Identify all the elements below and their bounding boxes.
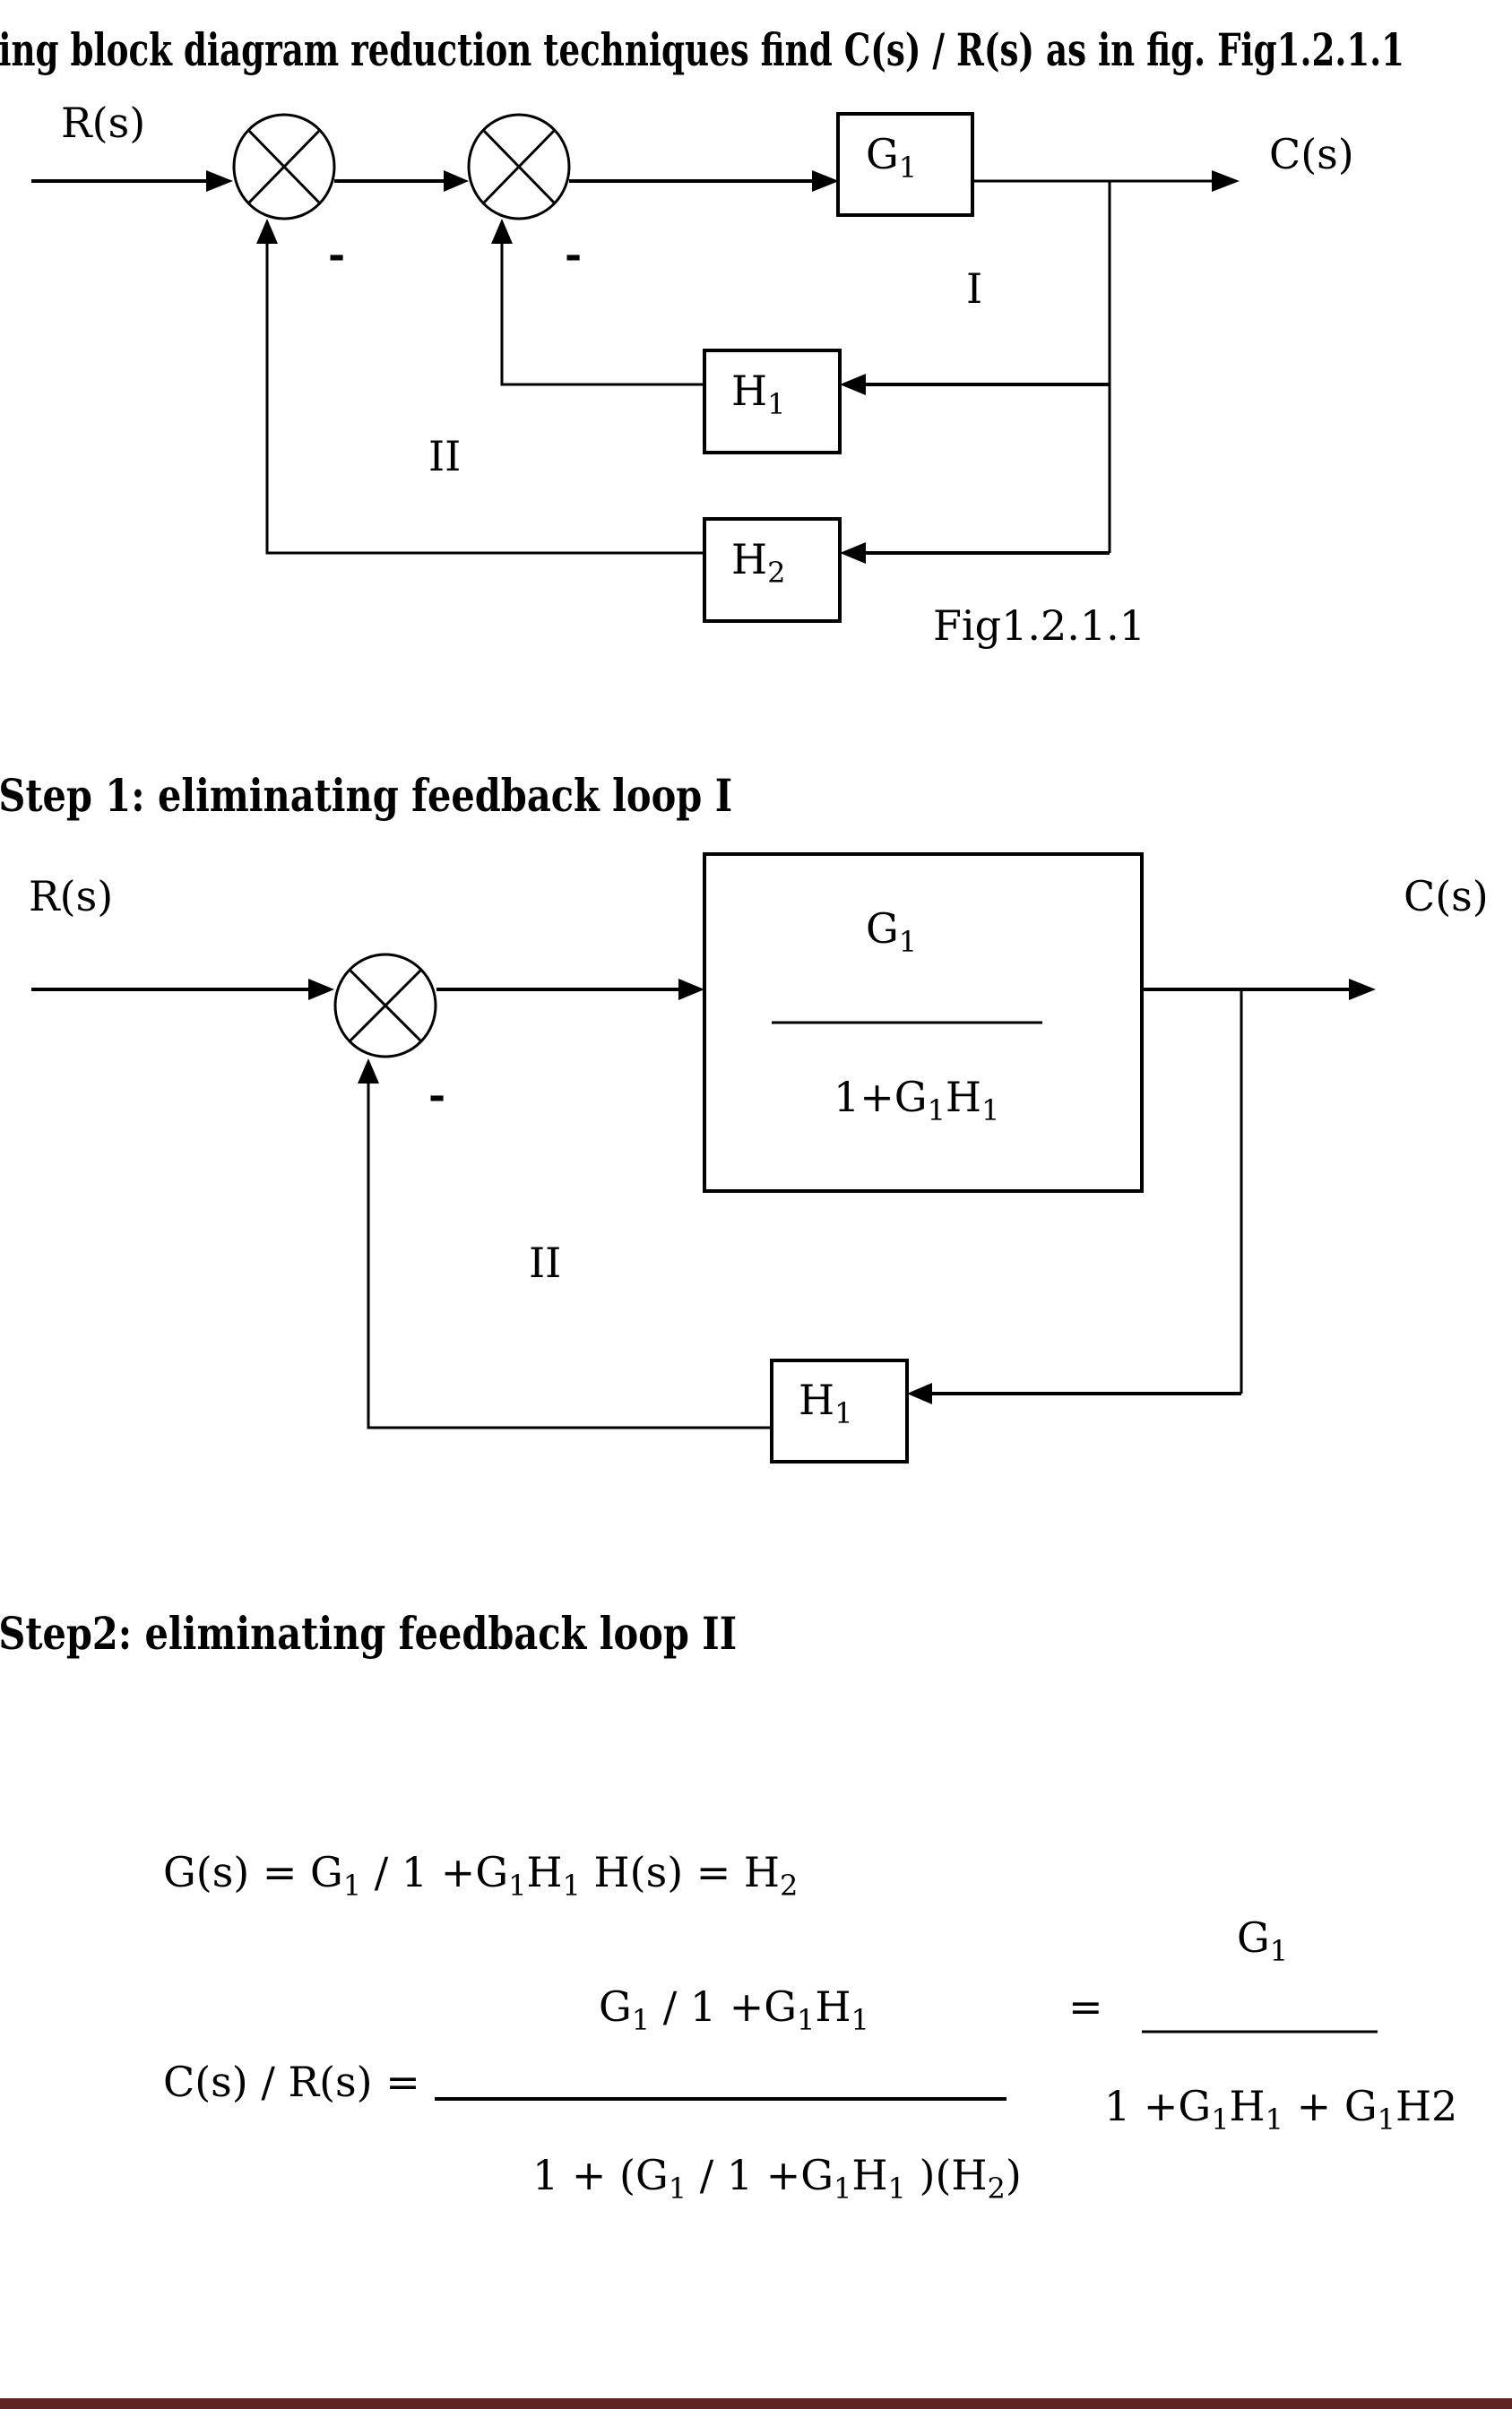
arrowhead [1349, 979, 1376, 1000]
feedback-return-line [367, 1082, 772, 1429]
arrowhead [812, 170, 839, 192]
output-label-cs: C(s) [1404, 872, 1489, 920]
step1-block-diagram: R(s) C(s) G1 1+G1H1 H1 - II [29, 852, 1489, 1464]
svg-text:1+G1H1: 1+G1H1 [834, 1073, 999, 1127]
feedback-return-line-1 [500, 242, 704, 386]
figure-1-block-diagram: R(s) C(s) G1 [31, 99, 1354, 650]
arrowhead [444, 170, 469, 192]
minus-sign: - [428, 1071, 445, 1119]
arrowhead [491, 219, 513, 244]
arrowhead [678, 979, 704, 1000]
loop-label-ii: II [529, 1239, 561, 1287]
svg-text:H1: H1 [731, 367, 785, 421]
output-label-cs: C(s) [1269, 130, 1354, 178]
fraction-numerator: G1 / 1 +G1H1 [599, 1982, 869, 2037]
gs-hs-definitions: G(s) = G1 / 1 +G1H1 H(s) = H2 [163, 1848, 798, 1903]
block-h1: H1 [770, 1359, 909, 1464]
svg-text:H1: H1 [799, 1376, 852, 1430]
summing-junction-2 [467, 113, 571, 220]
arrowhead [256, 219, 278, 244]
equals-sign: = [1068, 1982, 1103, 2031]
arrowhead [1212, 170, 1240, 192]
svg-text:G1: G1 [866, 904, 917, 959]
arrowhead [840, 374, 866, 395]
input-label-rs: R(s) [61, 99, 145, 147]
loop-label-i: I [966, 264, 982, 313]
feedback-return-line-2 [265, 242, 704, 555]
block-g1-over-1-plus-g1h1: G1 1+G1H1 [703, 852, 1144, 1193]
arrowhead [907, 1383, 932, 1404]
summing-junction [333, 953, 437, 1058]
fraction-denominator: 1 + (G1 / 1 +G1H1 )(H2) [532, 2151, 1022, 2206]
result-numerator: G1 [1237, 1913, 1288, 1968]
summing-junction-1 [232, 113, 336, 220]
figure-caption: Fig1.2.1.1 [933, 601, 1145, 650]
block-h1: H1 [703, 349, 842, 454]
problem-heading: ing block diagram reduction techniques f… [0, 23, 1404, 76]
arrowhead [840, 542, 866, 564]
transfer-function-lhs: C(s) / R(s) = [163, 2058, 420, 2106]
footer-bar [0, 2398, 1512, 2409]
block-h2: H2 [703, 517, 842, 623]
loop-label-ii: II [428, 432, 461, 480]
svg-text:G1: G1 [866, 130, 917, 185]
block-g1: G1 [836, 112, 974, 217]
svg-text:H2: H2 [731, 535, 785, 590]
minus-sign-2: - [565, 230, 582, 279]
input-label-rs: R(s) [29, 872, 113, 920]
result-denominator: 1 +G1H1 + G1H2 [1104, 2082, 1457, 2137]
step2-heading: Step2: eliminating feedback loop II [0, 1607, 737, 1660]
minus-sign-1: - [328, 230, 345, 279]
step2-equations: G(s) = G1 / 1 +G1H1 H(s) = H2 C(s) / R(s… [163, 1848, 1457, 2206]
arrowhead [206, 170, 233, 192]
arrowhead [308, 979, 334, 1000]
step1-heading: Step 1: eliminating feedback loop I [0, 769, 732, 822]
arrowhead [358, 1058, 379, 1084]
